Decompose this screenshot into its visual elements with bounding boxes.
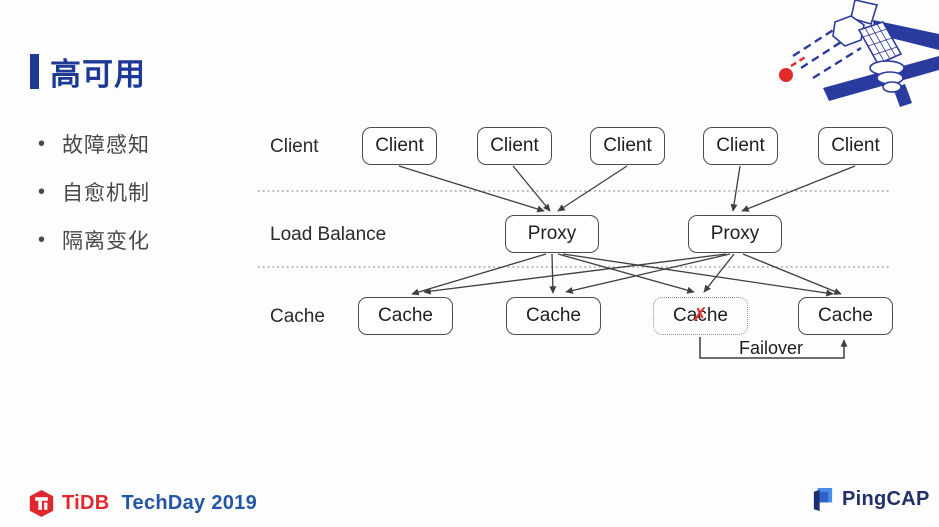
pingcap-brand-text: PingCAP	[842, 488, 930, 510]
proxy-node-label: Proxy	[527, 223, 577, 244]
proxy-node-label: Proxy	[710, 223, 760, 244]
bullet-item: • 自愈机制	[38, 179, 150, 206]
pingcap-logo: PingCAP	[810, 486, 930, 513]
satellite-illustration-icon	[779, 0, 939, 107]
meteor-dot-icon	[779, 68, 793, 82]
client-node-label: Client	[716, 135, 765, 156]
cache-node-failed: Cache ✗	[653, 297, 748, 335]
tidb-brand-text: TiDB	[62, 492, 110, 514]
cache-node-label: Cache	[378, 305, 433, 326]
client-node-1: Client	[362, 127, 437, 165]
bullet-item: • 隔离变化	[38, 227, 150, 254]
title-accent-bar	[30, 54, 39, 89]
bullet-label: 故障感知	[62, 134, 150, 157]
cache-node-2: Cache	[506, 297, 601, 335]
row-label-load-balance: Load Balance	[270, 224, 387, 245]
client-node-4: Client	[703, 127, 778, 165]
cache-node-1: Cache	[358, 297, 453, 335]
tidb-techday-logo: TiDB TechDay 2019	[28, 489, 257, 518]
techday-event-text: TechDay 2019	[121, 492, 258, 514]
failover-label: Failover	[739, 338, 804, 358]
bullet-dot-icon: •	[38, 228, 46, 251]
cache-node-4: Cache	[798, 297, 893, 335]
page-title: 高可用	[50, 57, 146, 92]
cache-node-label: Cache	[673, 305, 728, 326]
client-node-5: Client	[818, 127, 893, 165]
bullet-list: • 故障感知 • 自愈机制 • 隔离变化	[38, 131, 150, 275]
tidb-hexagon-icon	[29, 490, 54, 517]
proxy-node-2: Proxy	[688, 215, 782, 253]
row-label-cache: Cache	[270, 306, 325, 327]
cache-node-label: Cache	[818, 305, 873, 326]
row-label-client: Client	[270, 136, 319, 157]
bullet-label: 隔离变化	[62, 230, 150, 253]
bullet-item: • 故障感知	[38, 131, 150, 158]
client-node-label: Client	[375, 135, 424, 156]
client-node-2: Client	[477, 127, 552, 165]
bullet-label: 自愈机制	[62, 182, 150, 205]
proxy-node-1: Proxy	[505, 215, 599, 253]
client-node-label: Client	[490, 135, 539, 156]
client-proxy-arrows	[398, 165, 856, 213]
bullet-dot-icon: •	[38, 180, 46, 203]
bullet-dot-icon: •	[38, 132, 46, 155]
proxy-cache-arrows	[411, 253, 842, 297]
client-node-3: Client	[590, 127, 665, 165]
pingcap-mark-icon	[813, 487, 833, 512]
client-node-label: Client	[603, 135, 652, 156]
cache-node-label: Cache	[526, 305, 581, 326]
client-node-label: Client	[831, 135, 880, 156]
